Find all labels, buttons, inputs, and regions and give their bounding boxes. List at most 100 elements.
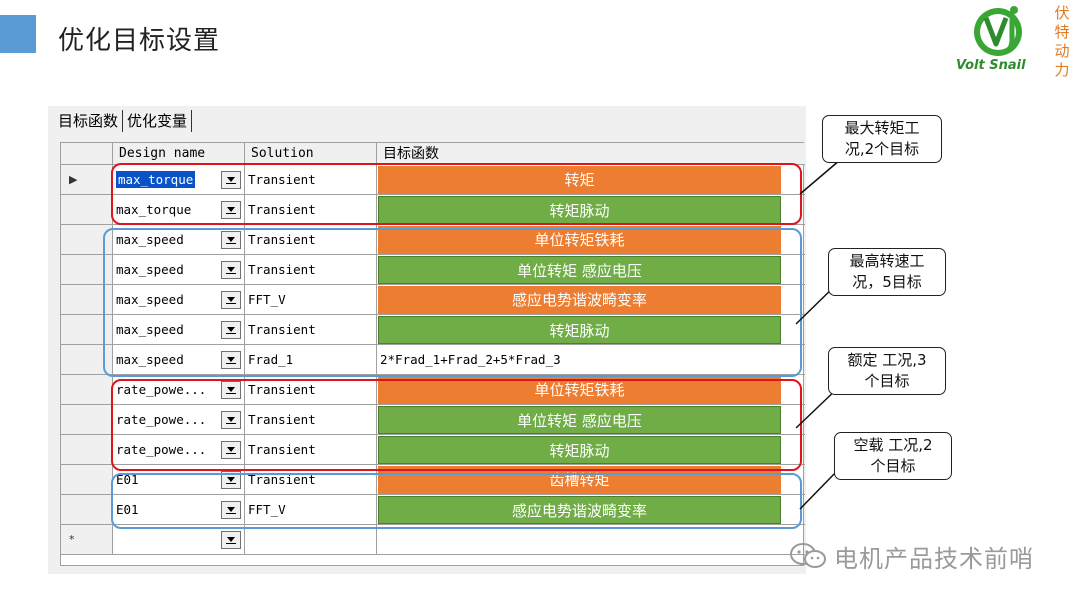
solution-cell[interactable]: Transient — [245, 315, 377, 345]
dropdown-arrow-icon[interactable] — [221, 501, 241, 519]
logo-brand-text: Volt Snail — [956, 58, 1026, 73]
solution-cell[interactable]: FFT_V — [245, 285, 377, 315]
column-header-solution[interactable]: Solution — [245, 143, 377, 165]
tab-variables[interactable]: 优化变量 — [123, 110, 193, 132]
row-selector[interactable] — [61, 375, 113, 405]
objective-cell[interactable] — [377, 255, 805, 285]
design-name-cell[interactable]: E01 — [113, 465, 245, 495]
dropdown-arrow-icon[interactable] — [221, 441, 241, 459]
solution-cell[interactable]: Transient — [245, 225, 377, 255]
objective-label-green: 单位转矩 感应电压 — [378, 256, 781, 284]
design-name-cell[interactable]: rate_powe... — [113, 405, 245, 435]
callout-max-speed: 最高转速工 况，5目标 — [828, 248, 946, 296]
column-header-objective[interactable]: 目标函数 — [377, 143, 805, 165]
row-selector[interactable] — [61, 435, 113, 465]
tab-strip: 目标函数 优化变量 — [54, 108, 193, 132]
dropdown-arrow-icon[interactable] — [221, 411, 241, 429]
objective-cell[interactable] — [377, 315, 805, 345]
solution-cell[interactable]: Frad_1 — [245, 345, 377, 375]
objective-label-orange: 单位转矩铁耗 — [378, 226, 781, 254]
design-name-value: E01 — [116, 472, 139, 487]
solution-cell[interactable]: Transient — [245, 435, 377, 465]
objective-cell[interactable]: 2*Frad_1+Frad_2+5*Frad_3 — [377, 345, 805, 375]
row-selector[interactable] — [61, 495, 113, 525]
design-name-cell[interactable]: max_speed — [113, 315, 245, 345]
solution-cell[interactable] — [245, 525, 377, 555]
callout-max-torque: 最大转矩工 况,2个目标 — [822, 115, 942, 163]
objective-cell[interactable] — [377, 525, 805, 555]
group-no-load — [111, 473, 802, 529]
solution-cell[interactable]: Transient — [245, 465, 377, 495]
vj-logo-icon — [974, 6, 1022, 56]
callout-rated-power: 额定 工况,3 个目标 — [828, 347, 946, 395]
design-name-cell[interactable]: rate_powe... — [113, 435, 245, 465]
design-name-cell[interactable]: max_torque — [113, 165, 245, 195]
callout-line: 个目标 — [864, 372, 910, 390]
dropdown-arrow-icon[interactable] — [221, 321, 241, 339]
wechat-icon — [788, 541, 828, 571]
new-row-star-icon: * — [69, 533, 75, 546]
callout-line: 最大转矩工 — [844, 119, 920, 137]
row-selector[interactable] — [61, 405, 113, 435]
dropdown-arrow-icon[interactable] — [221, 261, 241, 279]
solution-cell[interactable]: FFT_V — [245, 495, 377, 525]
design-name-value: max_speed — [116, 262, 184, 277]
design-name-cell[interactable]: rate_powe... — [113, 375, 245, 405]
dropdown-arrow-icon[interactable] — [221, 231, 241, 249]
dropdown-arrow-icon[interactable] — [221, 381, 241, 399]
design-name-cell[interactable] — [113, 525, 245, 555]
design-name-value: max_speed — [116, 232, 184, 247]
objective-cell[interactable] — [377, 285, 805, 315]
objective-cell[interactable] — [377, 435, 805, 465]
row-selector[interactable]: ▶ — [61, 165, 113, 195]
solution-cell[interactable]: Transient — [245, 255, 377, 285]
dropdown-arrow-icon[interactable] — [221, 201, 241, 219]
row-selector[interactable] — [61, 465, 113, 495]
design-name-cell[interactable]: max_speed — [113, 225, 245, 255]
table-row[interactable]: * — [61, 525, 805, 555]
objective-cell[interactable] — [377, 375, 805, 405]
dropdown-arrow-icon[interactable] — [221, 291, 241, 309]
dropdown-arrow-icon[interactable] — [221, 471, 241, 489]
group-max-speed — [103, 228, 802, 377]
dropdown-arrow-icon[interactable] — [221, 351, 241, 369]
callout-line: 况,2个目标 — [844, 140, 920, 158]
design-name-cell[interactable]: max_speed — [113, 285, 245, 315]
row-selector[interactable]: * — [61, 525, 113, 555]
design-name-value: E01 — [116, 502, 139, 517]
column-header-design-name[interactable]: Design name — [113, 143, 245, 165]
objective-label-orange: 感应电势谐波畸变率 — [378, 286, 781, 314]
tab-objectives[interactable]: 目标函数 — [54, 110, 124, 132]
design-name-cell[interactable]: max_speed — [113, 255, 245, 285]
design-name-value: max_speed — [116, 292, 184, 307]
group-rated-power — [111, 379, 802, 471]
dropdown-arrow-icon[interactable] — [221, 531, 241, 549]
design-name-cell[interactable]: E01 — [113, 495, 245, 525]
brand-logo: Volt Snail 伏特动力 — [956, 2, 1076, 80]
objective-label-green: 转矩脉动 — [378, 316, 781, 344]
design-name-value: max_speed — [116, 322, 184, 337]
objective-cell[interactable] — [377, 405, 805, 435]
objective-label-green: 转矩脉动 — [378, 436, 781, 464]
dropdown-arrow-icon[interactable] — [221, 171, 241, 189]
solution-cell[interactable]: Transient — [245, 405, 377, 435]
objective-cell[interactable] — [377, 165, 805, 195]
objective-cell[interactable] — [377, 495, 805, 525]
row-selector[interactable] — [61, 195, 113, 225]
objective-label-green: 单位转矩 感应电压 — [378, 406, 781, 434]
objective-cell[interactable] — [377, 465, 805, 495]
solution-cell[interactable]: Transient — [245, 165, 377, 195]
callout-line: 额定 工况,3 — [847, 351, 927, 369]
solution-cell[interactable]: Transient — [245, 375, 377, 405]
callout-line: 最高转速工 — [849, 252, 925, 270]
row-header-corner — [61, 143, 113, 165]
design-name-cell[interactable]: max_speed — [113, 345, 245, 375]
objective-cell[interactable] — [377, 225, 805, 255]
